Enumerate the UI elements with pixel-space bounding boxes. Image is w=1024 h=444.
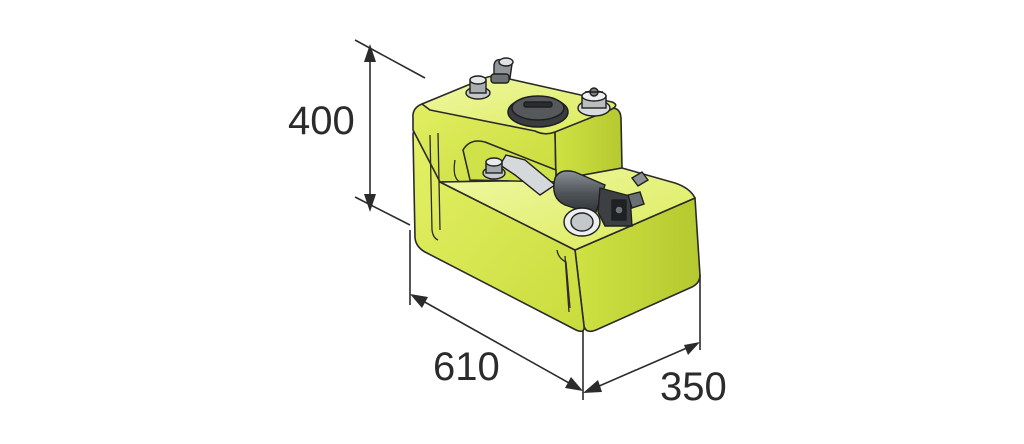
- height-dimension-label: 400: [288, 99, 355, 143]
- level-sensor-icon: [577, 87, 611, 117]
- pump-icon: [482, 154, 650, 237]
- width-dimension-label: 350: [660, 365, 727, 409]
- dimension-arrowheads: [364, 44, 700, 393]
- tank-ribs: [429, 132, 571, 313]
- filler-cap-icon: [507, 95, 569, 128]
- dimension-lines: [354, 39, 701, 400]
- hose-fitting-icon: [465, 57, 514, 100]
- length-dimension-label: 610: [433, 345, 500, 389]
